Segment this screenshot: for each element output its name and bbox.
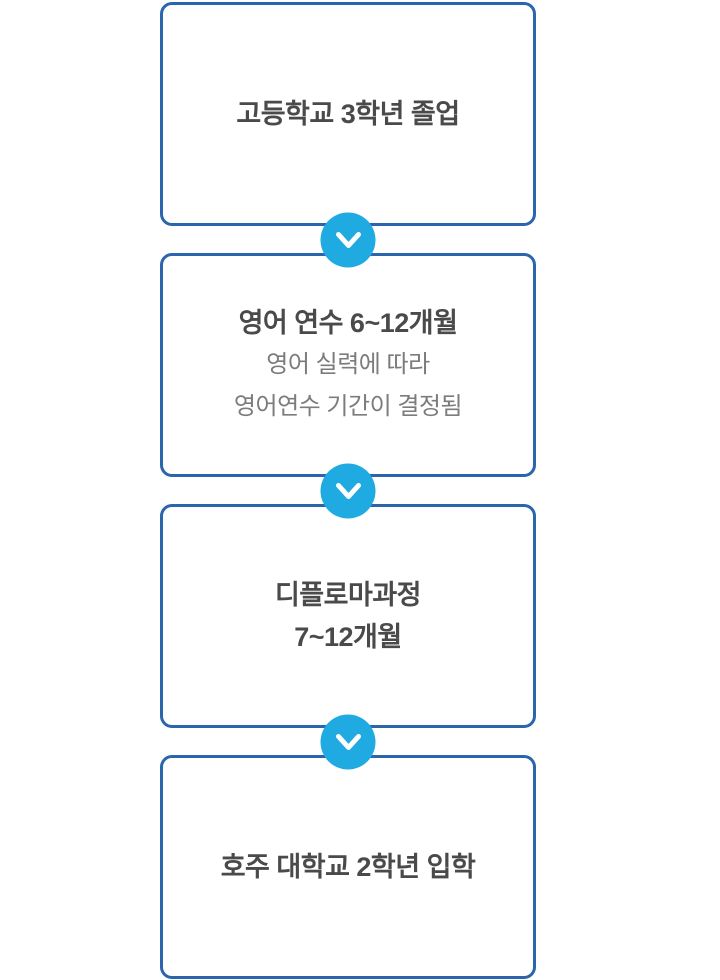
flow-step-english-course: 영어 연수 6~12개월 영어 실력에 따라 영어연수 기간이 결정됨 (160, 253, 536, 477)
arrow-circle (320, 463, 376, 518)
flow-step-high-school-graduation: 고등학교 3학년 졸업 (160, 2, 536, 226)
flow-step-university-entry: 호주 대학교 2학년 입학 (160, 755, 536, 979)
step-subtitle: 영어 실력에 따라 영어연수 기간이 결정됨 (233, 351, 463, 420)
flow-connector (160, 714, 536, 769)
step-title: 호주 대학교 2학년 입학 (220, 852, 476, 882)
chevron-down-icon (335, 231, 361, 248)
flow-step-diploma-course: 디플로마과정 7~12개월 (160, 504, 536, 728)
step-title: 영어 연수 6~12개월 (238, 308, 458, 338)
process-flow-diagram: 고등학교 3학년 졸업 영어 연수 6~12개월 영어 실력에 따라 영어연수 … (160, 0, 536, 979)
flow-connector (160, 463, 536, 518)
arrow-circle (320, 212, 376, 267)
arrow-circle (320, 714, 376, 769)
step-title: 고등학교 3학년 졸업 (236, 99, 460, 129)
flow-connector (160, 212, 536, 267)
chevron-down-icon (335, 733, 361, 750)
chevron-down-icon (335, 482, 361, 499)
step-title: 디플로마과정 7~12개월 (274, 580, 422, 652)
